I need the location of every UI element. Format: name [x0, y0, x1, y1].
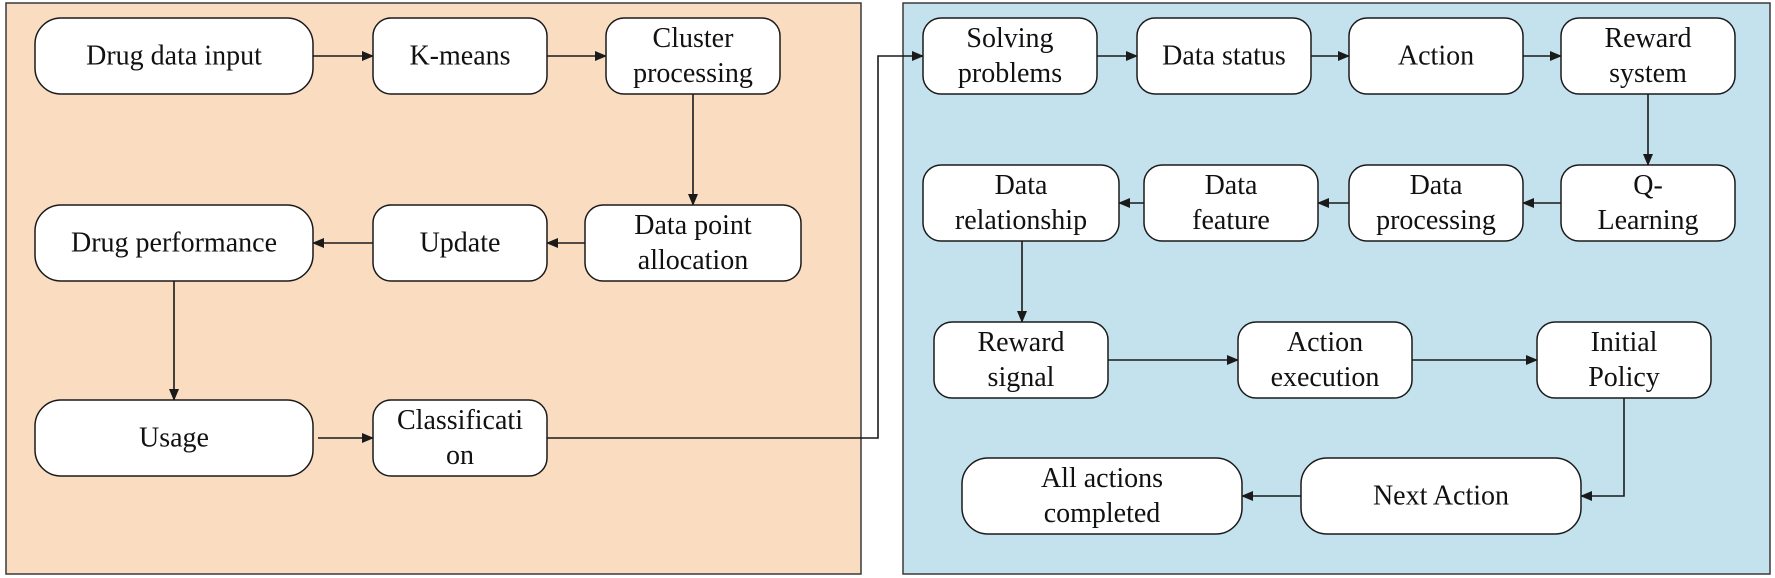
node-label-data-feature-line-2: feature [1192, 205, 1270, 236]
node-data-relationship: Data relationship [922, 164, 1120, 242]
node-box-all-actions-completed [961, 457, 1243, 535]
node-data-status: Data status [1136, 17, 1312, 95]
node-label-cluster-processing-line-1: Cluster [653, 23, 735, 54]
node-label-drug-performance: Drug performance [71, 228, 277, 259]
node-label-data-relationship-line-2: relationship [955, 205, 1087, 236]
node-label-initial-policy-line-1: Initial [1591, 327, 1658, 358]
node-label-data-processing-line-2: processing [1376, 205, 1496, 236]
node-box-solving-problems [922, 17, 1098, 95]
node-label-data-relationship-line-1: Data [995, 170, 1048, 201]
node-label-reward-signal-line-2: signal [988, 362, 1055, 393]
node-label-all-actions-completed-line-2: completed [1044, 498, 1161, 529]
node-label-q-learning-line-2: Learning [1597, 205, 1698, 236]
node-box-data-processing [1348, 164, 1524, 242]
node-label-q-learning-line-1: Q- [1633, 170, 1663, 201]
node-label-all-actions-completed-line-1: All actions [1041, 463, 1163, 494]
node-classification: Classificati on [372, 399, 548, 477]
node-box-initial-policy [1536, 321, 1712, 399]
node-label-action-execution-line-1: Action [1287, 327, 1363, 358]
node-reward-system: Reward system [1560, 17, 1736, 95]
node-label-cluster-processing-line-2: processing [633, 58, 753, 89]
node-label-reward-system-line-1: Reward [1604, 23, 1691, 54]
node-label-reward-signal-line-1: Reward [977, 327, 1064, 358]
node-label-drug-data-input: Drug data input [86, 41, 262, 72]
node-box-usage [34, 399, 314, 477]
node-box-cluster-processing [605, 17, 781, 95]
node-label-reward-system-line-2: system [1609, 58, 1687, 89]
node-update: Update [372, 204, 548, 282]
node-box-reward-system [1560, 17, 1736, 95]
node-label-data-point-allocation-line-1: Data point [634, 210, 752, 241]
node-label-update: Update [420, 228, 501, 259]
node-box-data-status [1136, 17, 1312, 95]
node-label-usage: Usage [139, 423, 209, 454]
node-label-data-status: Data status [1162, 41, 1286, 72]
node-drug-performance: Drug performance [34, 204, 314, 282]
node-label-data-processing-line-1: Data [1410, 170, 1463, 201]
connectors-layer [169, 51, 1653, 501]
kmeans-stage-panel [5, 2, 862, 575]
node-label-solving-problems-line-1: Solving [966, 23, 1053, 54]
node-next-action: Next Action [1300, 457, 1582, 535]
node-label-data-point-allocation-line-2: allocation [638, 245, 748, 276]
node-all-actions-completed: All actions completed [961, 457, 1243, 535]
node-box-next-action [1300, 457, 1582, 535]
arrow-initial-policy-to-next-action [1580, 398, 1625, 501]
node-label-kmeans: K-means [409, 41, 510, 72]
node-usage: Usage [34, 399, 314, 477]
node-label-initial-policy-line-2: Policy [1588, 362, 1660, 393]
node-data-point-allocation: Data point allocation [584, 204, 802, 282]
node-action: Action [1348, 17, 1524, 95]
node-box-q-learning [1560, 164, 1736, 242]
node-box-drug-data-input [34, 17, 314, 95]
node-box-classification [372, 399, 548, 477]
node-box-action [1348, 17, 1524, 95]
node-box-reward-signal [933, 321, 1109, 399]
node-box-data-point-allocation [584, 204, 802, 282]
node-reward-signal: Reward signal [933, 321, 1109, 399]
node-kmeans: K-means [372, 17, 548, 95]
node-solving-problems: Solving problems [922, 17, 1098, 95]
node-cluster-processing: Cluster processing [605, 17, 781, 95]
node-label-classification-line-1: Classificati [397, 405, 523, 436]
node-label-data-feature-line-1: Data [1205, 170, 1258, 201]
node-box-data-feature [1143, 164, 1319, 242]
node-q-learning: Q- Learning [1560, 164, 1736, 242]
arrow-classification-to-solving-problems [547, 51, 924, 439]
node-drug-data-input: Drug data input [34, 17, 314, 95]
node-box-action-execution [1237, 321, 1413, 399]
node-label-action-execution-line-2: execution [1271, 362, 1380, 393]
node-action-execution: Action execution [1237, 321, 1413, 399]
node-data-feature: Data feature [1143, 164, 1319, 242]
node-label-classification-line-2: on [446, 440, 474, 471]
node-box-drug-performance [34, 204, 314, 282]
node-label-action: Action [1398, 41, 1474, 72]
node-label-next-action: Next Action [1373, 481, 1509, 512]
node-box-kmeans [372, 17, 548, 95]
node-box-update [372, 204, 548, 282]
node-data-processing: Data processing [1348, 164, 1524, 242]
node-label-solving-problems-line-2: problems [958, 58, 1062, 89]
node-box-data-relationship [922, 164, 1120, 242]
